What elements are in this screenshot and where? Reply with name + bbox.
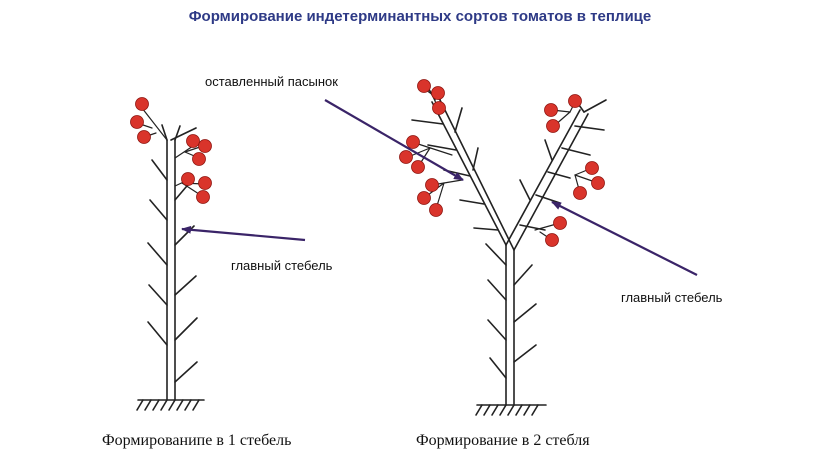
lower-trunk-right: [505, 244, 515, 406]
caption-two-stems: Формирование в 2 стебля: [416, 432, 590, 449]
fruits-right: [399, 79, 605, 247]
leaf-stubs-right: [411, 107, 605, 379]
leaf-stubs-left: [147, 159, 198, 383]
diagram-title: Формирование индетерминантных сортов том…: [188, 8, 652, 25]
label-main-stem-right: главный стебель: [621, 290, 723, 305]
label-main-stem-left: главный стебель: [231, 258, 333, 273]
plant-one-stem: [136, 107, 205, 411]
plant-two-stems: [407, 83, 607, 416]
arrow-main-stem-left: [181, 225, 306, 242]
label-kept-side-shoot: оставленный пасынок: [205, 74, 338, 89]
main-stem-right: [505, 97, 607, 251]
label-arrows: [181, 99, 698, 276]
arrow-kept-side-shoot: [324, 99, 464, 181]
fruits-left: [130, 97, 212, 204]
fruit-truss-stems-left: [136, 107, 205, 197]
ground-right: [475, 404, 547, 416]
ground-left: [136, 399, 205, 411]
caption-one-stem: Формированипе в 1 стебель: [102, 432, 292, 449]
main-stem-left: [161, 124, 197, 401]
arrow-main-stem-right: [551, 201, 698, 276]
